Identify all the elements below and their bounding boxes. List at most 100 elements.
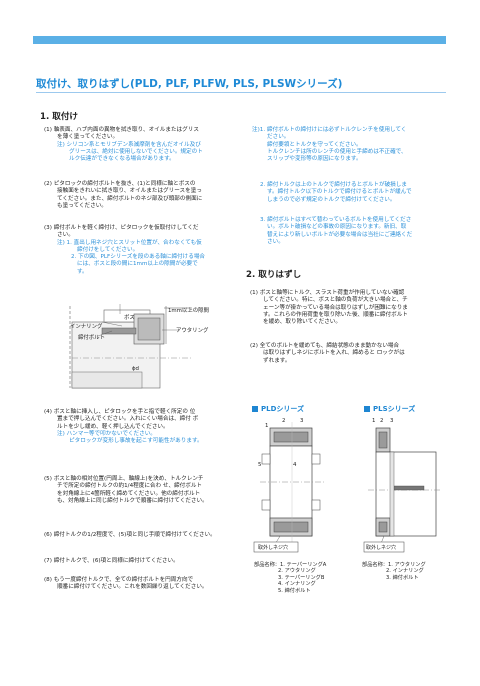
line: (8) もう一度締付トルクで、全ての締付ボルトを円周方向で [44,577,194,583]
pld-series-figure [253,422,324,553]
line: ルク伝達ができなくなる場合があります。 [69,156,175,163]
line: さい。 [57,232,74,239]
line: 締付けをしてください。 [77,246,139,253]
pld-removal-hole-label: 取外しネジ穴 [258,545,289,551]
outer-ring-label: アウタリング [176,328,209,334]
line: しまうので必ず規定のトルクで締付けてください。 [267,196,396,203]
bolt-label: 締付ボルト [78,335,105,341]
pld-callout-5: 5 [258,462,262,468]
line: 部品名称：1. テーパーリングA [254,562,327,568]
line: ルトを少し緩め、軽く押し込んでください。 [57,423,169,430]
line: ェーン等が掛かっている場合は取りはずしが困難になりま [263,304,408,311]
pld-series-label: PLDシリーズ [252,404,304,414]
line: 置まで押し込んでください。入れにくい場合は、締付 ボ [57,416,199,423]
line: ださい。 [267,134,290,141]
pld-label-text: PLDシリーズ [261,405,305,413]
title-underline [36,92,446,93]
line: も塗ってください。 [57,202,107,209]
line: ずれます。 [263,357,291,364]
line: 締付要領とトルクを守ってください。 [267,141,362,148]
step-2: (2) ピタロックの締付ボルトを抜き、(1)と同様に軸とボスの 接触面をきれいに… [44,181,202,210]
pls-callout-1: 1 [372,418,376,424]
removal-step-2: (2) 全てのボルトを緩めても、締結状態のまま動かない場合 は取りはずしネジにボ… [250,343,405,365]
line: 替えにより新しいボルトが必要な場合は当社にご連絡くだ [267,231,413,238]
line: トルクレンチは所のレンチの使用と手締めは不正確で、 [267,148,407,155]
line: 2. 締付トルクは上のトルクで締付けるとボルトが破損しま [260,182,407,188]
pld-callout-1: 1 [265,423,269,429]
line: を緩め、取り除いてください。 [263,319,341,326]
square-bullet-icon [364,405,370,412]
line: 注)1. 締付ボルトの締付けには必ずトルクレンチを使用してく [252,127,407,133]
pls-parts-list: 部品名称：1. アウタリング 2. インナリング 3. 締付ボルト [362,562,426,581]
line: さい。 [267,238,284,245]
line: てください。また、締付ボルトのネジ部及び頭部の側面に [57,195,203,202]
line: を対角線上に4箇所軽く締めてください。他の締付ボルト [57,490,201,497]
step-7: (7) 締付トルクで、(6)項と同様に締付けてください。 [44,558,179,564]
line: ピタロックが変形し事故を起こす可能性があります。 [69,438,203,445]
line: す。これらの作用荷重を取り除いた後、順番に締付ボルト [263,311,408,318]
line: 接触面をきれいに拭き取り、オイルまたはグリースを塗っ [57,188,202,195]
line: 5. 締付ボルト [278,587,311,594]
line: グリースは、絶対に使用しないでください。規定のト [69,148,203,155]
line: 3. テーパーリングB [278,574,325,581]
torque-note-1: 注)1. 締付ボルトの締付けには必ずトルクレンチを使用してく ださい。 締付要領… [252,127,407,163]
section-heading-removal: 2. 取りはずし [246,270,302,280]
line: 注) 1. 直出し用ネジ穴とスリット位置が、合わなくても仮 [57,239,202,246]
inner-ring-label: インナリング [70,324,103,330]
line: 2. アウタリング [278,568,316,575]
line: を薄く塗ってください。 [57,134,119,141]
shaft-diameter-label: ϕd [132,366,139,372]
line: (5) ボスと軸の相対位置(円周上、軸線上)を決め、トルクレンチ [44,476,204,482]
line: す。締付トルク以下のトルクで締付けるとボルトが緩んで [267,189,412,196]
plf-stepped-shaft-figure [69,304,192,389]
pld-callout-2: 2 [282,418,286,424]
line: 2. 下の図、PLFシリーズを段のある軸に締付ける場合 [71,254,206,261]
line: 4. インナリング [278,581,316,588]
pld-callout-3: 3 [300,418,304,424]
step-4: (4) ボスと軸に挿入し、ピタロックを手と指で軽く所定の 位 置まで押し込んでく… [44,409,203,445]
step-8: (8) もう一度締付トルクで、全ての締付ボルトを円周方向で 順番に締付けてくださ… [44,577,208,592]
line: (2) ピタロックの締付ボルトを抜き、(1)と同様に軸とボスの [44,181,196,187]
pls-removal-hole-label: 取外しネジ穴 [366,545,397,551]
line: (4) ボスと軸に挿入し、ピタロックを手と指で軽く所定の 位 [44,409,196,415]
removal-step-1: (1) ボスと軸等にトルク、スラスト荷重が作用していない確認 してください。特に… [250,290,408,326]
pls-callout-3: 3 [390,418,394,424]
step-3: (3) 締付ボルトを軽く締付け、ピタロックを仮取付けしてくだ さい。 注) 1.… [44,225,205,276]
pls-label-text: PLSシリーズ [373,405,416,413]
line: 3. 締付ボルト [386,574,419,581]
line: スリップや変形等の原因になります。 [267,156,362,163]
torque-note-2: 2. 締付トルクは上のトルクで締付けるとボルトが破損しま す。締付トルク以下のト… [260,182,412,204]
page-title: 取付け、取りはずし(PLD, PLF, PLFW, PLS, PLSWシリーズ) [36,78,343,90]
top-accent-bar [33,36,446,44]
line: には、ボスと段の間に1mm以上の隙間が必要で [77,261,198,268]
square-bullet-icon [252,405,258,412]
line: (3) 締付ボルトを軽く締付け、ピタロックを仮取付けしてくだ [44,225,199,231]
boss-label: ボス [124,315,135,321]
gap-label: 1mm以上の隙間 [168,308,209,314]
torque-note-3: 3. 締付ボルトはすべて替わっているボルトを使用してくださ い。ボルト破損などの… [260,217,412,246]
line: も、対角線上に同じ締付トルクで順番に締付けてください。 [57,497,208,504]
step-6: (6) 締付トルクの1/2程度で、(5)項と同じ手順で締付けてください。 [44,532,216,538]
line: (2) 全てのボルトを緩めても、締結状態のまま動かない場合 [250,343,400,349]
line: してください。特に、ボスと軸の負荷が大きい場合と、チ [263,297,408,304]
line: (1) 軸表面、ハブ内面の異物を拭き取り、オイルまたはグリス [44,127,199,133]
line: は取りはずしネジにボルトを入れ、締めると ロックがは [263,350,405,357]
line: チで所定の締付トルクの約1/4程度に合わ せ、締付ボルト [57,483,203,490]
line: 注) シリコン系とモリブデン系減摩剤を含んだオイル及び [57,141,201,148]
line: 2. インナリング [386,568,424,575]
pld-callout-4: 4 [293,462,297,468]
pls-series-figure [363,427,442,553]
pld-parts-list: 部品名称：1. テーパーリングA 2. アウタリング 3. テーパーリングB 4… [254,562,326,594]
line: 注) ハンマー等で叩かないでください。 [57,430,156,437]
section-heading-install: 1. 取付け [40,112,79,122]
pls-series-label: PLSシリーズ [364,404,415,414]
line: 部品名称：1. アウタリング [362,562,426,568]
line: い。ボルト破損などの事故の原因になります。新旧、取 [267,224,407,231]
pls-callout-2: 2 [380,418,384,424]
step-1: (1) 軸表面、ハブ内面の異物を拭き取り、オイルまたはグリス を薄く塗ってくださ… [44,127,203,163]
line: す。 [77,268,88,275]
line: 順番に締付けてください。これを数回繰り返してください。 [57,584,208,591]
line: (1) ボスと軸等にトルク、スラスト荷重が作用していない確認 [250,290,405,296]
line: 3. 締付ボルトはすべて替わっているボルトを使用してくださ [260,217,412,223]
step-5: (5) ボスと軸の相対位置(円周上、軸線上)を決め、トルクレンチ チで所定の締付… [44,476,208,505]
